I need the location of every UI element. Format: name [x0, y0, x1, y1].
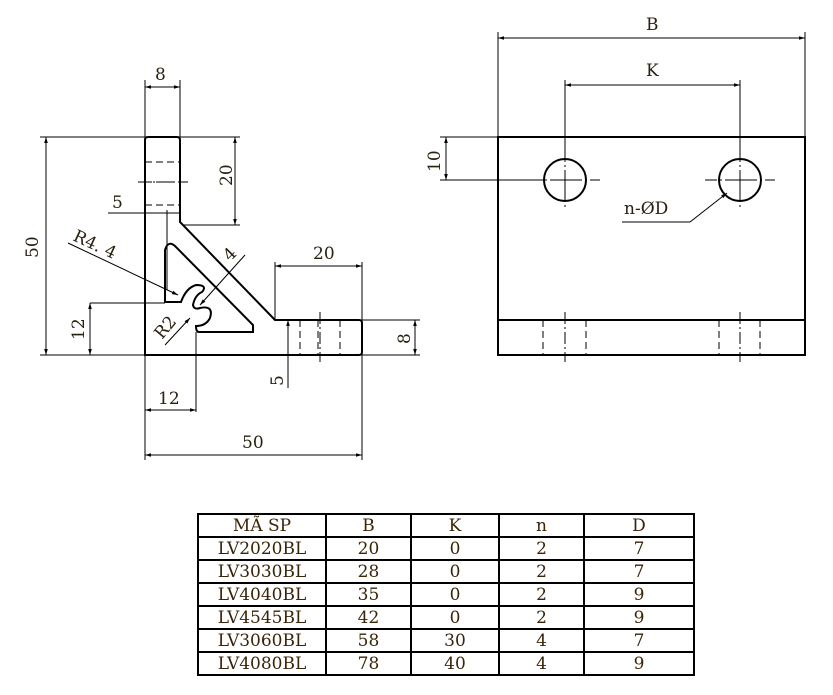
inner-cavity [164, 242, 254, 333]
header-b: B [325, 513, 412, 538]
cell-d: 9 [583, 605, 695, 630]
bracket-outline [144, 136, 363, 356]
dim-right-slot: 20 [313, 244, 335, 264]
dim-upper-slot: 20 [217, 164, 237, 186]
cell-n: 2 [498, 559, 585, 584]
dim-left-offset: 12 [158, 389, 180, 409]
cell-k: 0 [410, 559, 500, 584]
cell-d: 7 [583, 628, 695, 653]
dim-width-b: B [646, 15, 659, 35]
dim-spacing-k: K [646, 61, 659, 81]
side-view: 8 50 20 5 R4. 4 4 R2 20 12 8 5 12 50 [23, 65, 420, 460]
cell-k: 0 [410, 536, 500, 561]
dim-radius-small: R2 [151, 312, 182, 343]
header-k: K [410, 513, 500, 538]
cell-b: 35 [325, 582, 412, 607]
header-code: MÃ SP [197, 513, 327, 538]
hole-callout: n-ØD [624, 199, 668, 219]
cell-k: 30 [410, 628, 500, 653]
cell-code: LV3030BL [197, 559, 327, 584]
dim-radius-large: R4. 4 [70, 226, 119, 263]
cell-d: 9 [583, 582, 695, 607]
cell-n: 4 [498, 651, 585, 676]
cell-n: 2 [498, 582, 585, 607]
cell-k: 0 [410, 605, 500, 630]
cell-k: 0 [410, 582, 500, 607]
cell-b: 58 [325, 628, 412, 653]
cell-b: 20 [325, 536, 412, 561]
cell-d: 9 [583, 651, 695, 676]
dim-width-total: 50 [242, 433, 264, 453]
cell-n: 4 [498, 628, 585, 653]
cell-code: LV4080BL [197, 651, 327, 676]
table-header-row: MÃ SP B K n D [197, 513, 695, 538]
dim-height-total: 50 [23, 236, 43, 258]
dim-foot-thickness: 8 [395, 333, 415, 344]
front-view: B K 10 n-ØD [425, 15, 806, 362]
header-d: D [583, 513, 695, 538]
cell-code: LV3060BL [197, 628, 327, 653]
cell-d: 7 [583, 559, 695, 584]
cell-k: 40 [410, 651, 500, 676]
dim-offset: 5 [112, 193, 123, 213]
dim-lower-offset: 5 [268, 375, 288, 386]
cell-b: 28 [325, 559, 412, 584]
dim-foot-height: 12 [69, 318, 89, 340]
cell-n: 2 [498, 536, 585, 561]
cell-d: 7 [583, 536, 695, 561]
cell-code: LV4545BL [197, 605, 327, 630]
cell-code: LV2020BL [197, 536, 327, 561]
dim-top-width: 8 [155, 65, 166, 85]
cell-b: 78 [325, 651, 412, 676]
dim-hole-height: 10 [425, 150, 445, 172]
cell-b: 42 [325, 605, 412, 630]
cell-n: 2 [498, 605, 585, 630]
front-outline [497, 136, 806, 356]
cell-code: LV4040BL [197, 582, 327, 607]
header-n: n [498, 513, 585, 538]
